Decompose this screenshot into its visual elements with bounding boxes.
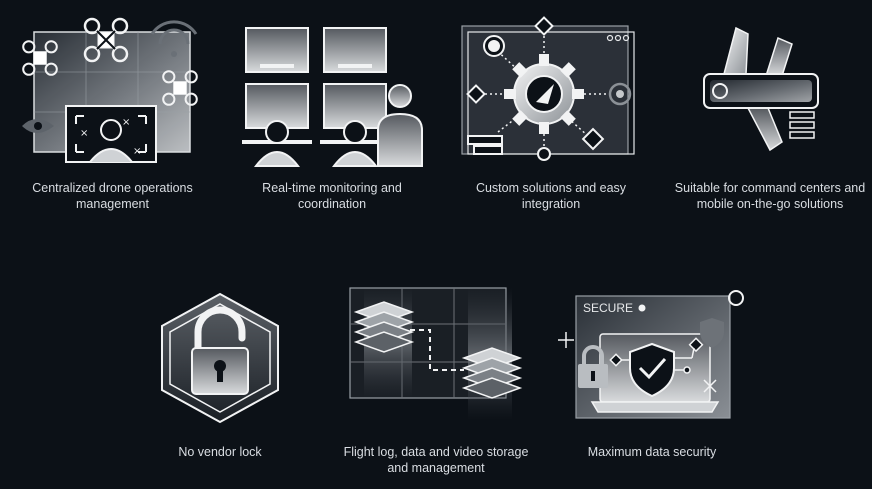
- feature-custom-integration: Custom solutions and easy integration: [458, 16, 638, 211]
- feature-caption: Maximum data security: [532, 444, 772, 460]
- feature-caption: Custom solutions and easy integration: [436, 180, 666, 212]
- multitool-knife-icon: [703, 26, 819, 152]
- caption-line-1: Custom solutions and easy: [475, 181, 627, 195]
- feature-caption: Real-time monitoring and coordination: [214, 180, 450, 212]
- caption-line-2: integration: [521, 197, 581, 211]
- feature-no-vendor-lock: No vendor lock: [158, 290, 282, 459]
- drone-operations-icon: × × ×: [22, 17, 198, 163]
- caption-line-2: management: [76, 197, 149, 211]
- feature-caption: Centralized drone operations management: [0, 180, 225, 212]
- caption-line-2: and management: [387, 461, 485, 475]
- caption-line-1: Maximum data security: [587, 445, 717, 459]
- data-storage-icon: [349, 287, 523, 420]
- svg-text:×: ×: [122, 117, 130, 128]
- security-laptop-icon: [558, 290, 744, 419]
- caption-line-2: coordination: [297, 197, 367, 211]
- unlocked-padlock-icon: [161, 292, 279, 424]
- monitoring-icon: [242, 27, 423, 167]
- integration-gear-icon: [461, 16, 635, 161]
- caption-line-2: mobile on-the-go solutions: [696, 197, 844, 211]
- feature-caption: Suitable for command centers and mobile …: [650, 180, 872, 212]
- feature-command-centers: Suitable for command centers and mobile …: [675, 24, 865, 211]
- caption-line-1: Real-time monitoring and: [262, 181, 402, 195]
- feature-caption: No vendor lock: [120, 444, 320, 460]
- feature-centralized-drone-ops: × × × Centralized drone operations manag…: [20, 17, 205, 211]
- caption-line-1: No vendor lock: [178, 445, 262, 459]
- security-label: SECURE: [583, 301, 634, 315]
- caption-line-1: Centralized drone operations: [32, 181, 193, 195]
- feature-realtime-monitoring: Real-time monitoring and coordination: [238, 24, 428, 211]
- feature-caption: Flight log, data and video storage and m…: [318, 444, 554, 476]
- caption-line-1: Suitable for command centers and: [674, 181, 866, 195]
- caption-line-1: Flight log, data and video storage: [343, 445, 529, 459]
- feature-data-storage: Flight log, data and video storage and m…: [344, 286, 528, 475]
- svg-text:×: ×: [133, 146, 141, 157]
- feature-data-security: SECURE Maximum data security: [556, 288, 746, 459]
- svg-text:×: ×: [80, 128, 88, 139]
